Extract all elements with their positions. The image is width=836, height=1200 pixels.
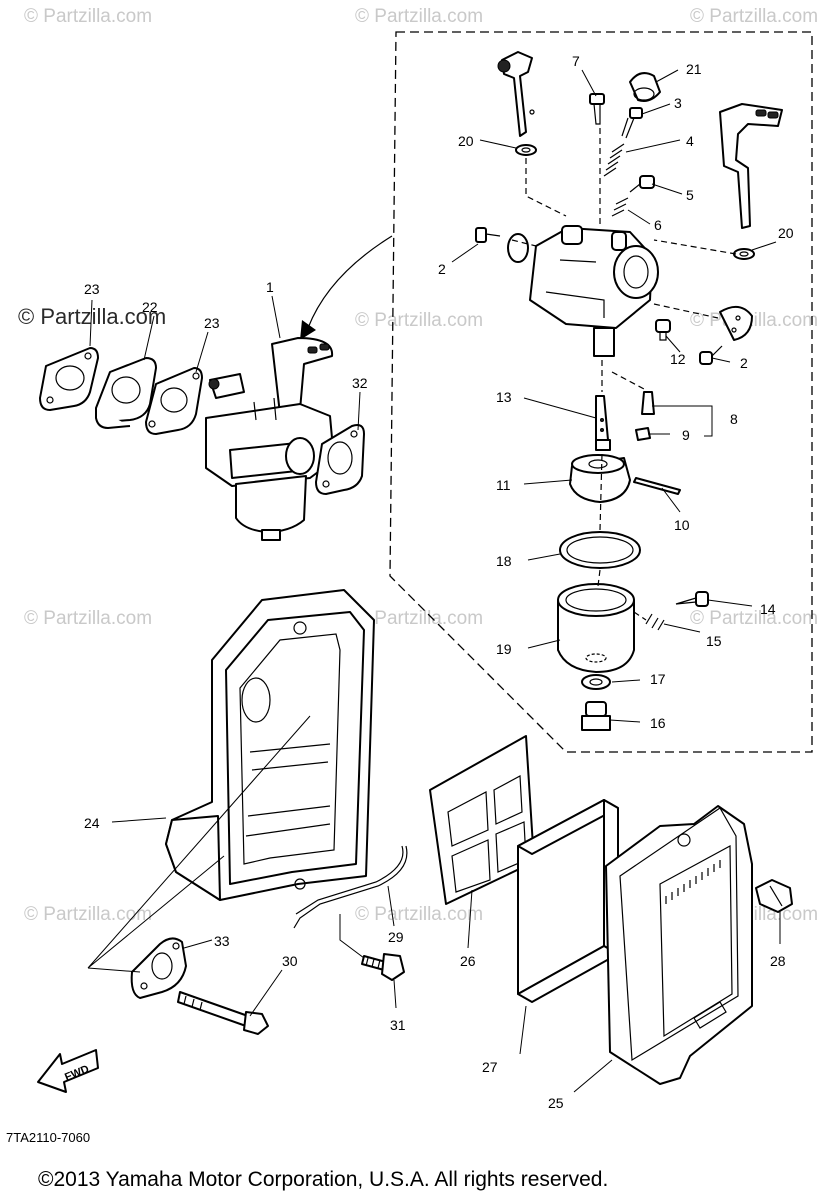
screw-12	[655, 319, 671, 341]
callout-13: 13	[496, 389, 512, 405]
watermark: © Partzilla.com	[24, 608, 152, 629]
callout-21: 21	[686, 61, 702, 77]
callout-18: 18	[496, 553, 512, 569]
spring-15	[645, 613, 665, 631]
callout-27: 27	[482, 1059, 498, 1075]
callout-17: 17	[650, 671, 666, 687]
callout-23: 23	[204, 315, 220, 331]
callout-1: 1	[266, 279, 274, 295]
callout-7: 7	[572, 53, 580, 69]
washer-20-right	[733, 248, 755, 260]
screw-5	[629, 175, 655, 193]
callout-20: 20	[458, 133, 474, 149]
float-11	[569, 454, 631, 503]
washer-20-left	[515, 144, 537, 156]
float-bowl-19	[557, 583, 635, 673]
callout-2: 2	[740, 355, 748, 371]
callout-5: 5	[686, 187, 694, 203]
callout-4: 4	[686, 133, 694, 149]
watermark: © Partzilla.com	[355, 310, 483, 331]
gasket-32	[315, 424, 365, 495]
callout-6: 6	[654, 217, 662, 233]
spring-4	[603, 143, 625, 177]
callout-14: 14	[760, 601, 776, 617]
screw-2-right	[699, 345, 723, 365]
breather-pipe-29	[293, 845, 408, 929]
clip-9	[635, 427, 651, 441]
callout-25: 25	[548, 1095, 564, 1111]
callout-32: 32	[352, 375, 368, 391]
drain-bolt-16	[581, 701, 611, 731]
choke-lever-right	[719, 103, 783, 229]
filter-element-27	[517, 799, 619, 1003]
screw-31	[361, 953, 405, 981]
callout-24: 24	[84, 815, 100, 831]
callout-9: 9	[682, 427, 690, 443]
callout-28: 28	[770, 953, 786, 969]
cover-25	[605, 805, 753, 1085]
document-code: 7TA2110-7060	[6, 1130, 90, 1145]
callout-29: 29	[388, 929, 404, 945]
callout-2: 2	[438, 261, 446, 277]
cap-21	[629, 72, 661, 102]
screw-14	[675, 591, 709, 607]
callout-8: 8	[730, 411, 738, 427]
float-pin-10	[633, 477, 681, 495]
callout-23: 23	[84, 281, 100, 297]
callout-26: 26	[460, 953, 476, 969]
o-ring-18	[559, 531, 641, 569]
leader-lines	[87, 69, 781, 1093]
callout-30: 30	[282, 953, 298, 969]
watermark: © Partzilla.com	[24, 904, 152, 925]
insulator-22	[95, 357, 157, 429]
air-cleaner-case-24	[165, 589, 375, 901]
watermark: © Partzilla.com	[690, 310, 818, 331]
bolt-30	[177, 991, 269, 1035]
callout-19: 19	[496, 641, 512, 657]
gasket-23-left	[39, 347, 99, 411]
carburetor-body	[507, 225, 659, 357]
gasket-33	[130, 937, 187, 999]
main-nozzle-13	[595, 395, 611, 451]
throttle-plate	[719, 305, 753, 341]
callout-22: 22	[142, 299, 158, 315]
screw-7	[589, 93, 605, 125]
throttle-lever-left	[497, 51, 535, 137]
fwd-direction-badge: FWD	[37, 1049, 99, 1093]
carburetor-assembly	[205, 337, 335, 541]
gasket-17	[581, 674, 611, 690]
callout-33: 33	[214, 933, 230, 949]
callout-12: 12	[670, 351, 686, 367]
watermark: © Partzilla.com	[355, 904, 483, 925]
breather-pipe-inner	[295, 845, 404, 915]
watermark: © Partzilla.com	[690, 6, 818, 27]
watermark: © Partzilla.com	[690, 608, 818, 629]
callout-16: 16	[650, 715, 666, 731]
copyright-notice: ©2013 Yamaha Motor Corporation, U.S.A. A…	[38, 1168, 608, 1191]
callout-31: 31	[390, 1017, 406, 1033]
gasket-23-right	[145, 367, 203, 435]
callout-11: 11	[496, 477, 511, 493]
screw-2-left	[475, 227, 501, 243]
watermark: © Partzilla.com	[355, 608, 483, 629]
callout-20: 20	[778, 225, 794, 241]
callout-10: 10	[674, 517, 690, 533]
callout-15: 15	[706, 633, 722, 649]
assembly-arrow	[307, 235, 393, 329]
watermarks: © Partzilla.com © Partzilla.com © Partzi…	[18, 6, 818, 925]
watermark: © Partzilla.com	[355, 6, 483, 27]
pilot-screw-3	[621, 107, 643, 139]
screw-28	[755, 879, 793, 913]
assembly-arrow-head	[300, 320, 316, 340]
watermark: © Partzilla.com	[24, 6, 152, 27]
spring-6	[611, 197, 629, 217]
callouts: 1 2 2 3 4 5 6 7 8 9 10 11 12 13 14 15 16…	[84, 53, 794, 1111]
float-valve-8	[641, 391, 655, 415]
alignment-lines	[511, 128, 737, 621]
callout-3: 3	[674, 95, 682, 111]
